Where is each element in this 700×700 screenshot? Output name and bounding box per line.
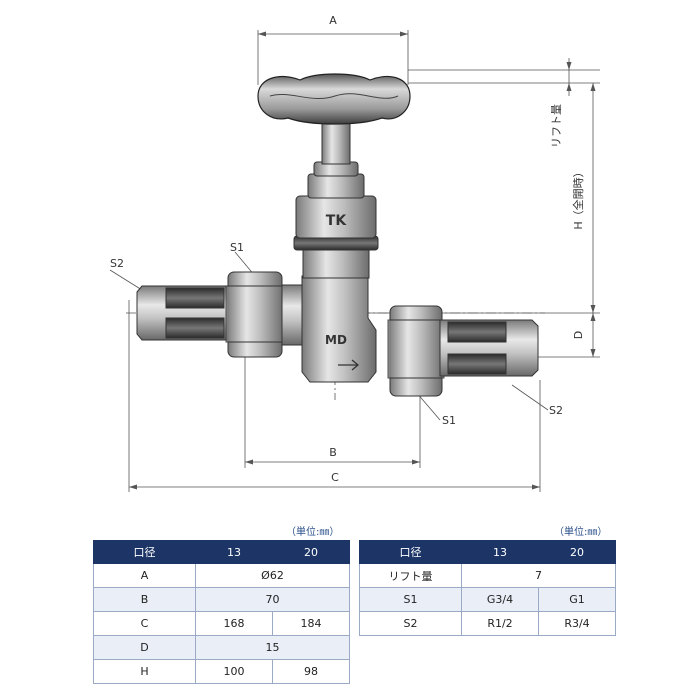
left-hose-nipple [136,285,233,341]
cell-value: 98 [272,659,350,684]
left-union-nut [225,271,285,358]
cell-value: R1/2 [461,611,539,636]
table-row: S1 G3/4 G1 [359,587,616,612]
table-row: リフト量 7 [359,563,616,588]
dim-label-d: D [572,331,585,339]
table-row: D 15 [93,635,350,660]
cell-value: 15 [195,635,350,660]
row-label: D [93,635,196,660]
cell-value: R3/4 [538,611,616,636]
table-left-header-20: 20 [272,540,350,564]
cell-value: G1 [538,587,616,612]
dim-label-b: B [329,446,337,459]
dim-label-h: H（全開時） [571,166,585,229]
valve-stem [321,117,351,165]
handwheel [257,73,411,125]
row-label: S2 [359,611,462,636]
row-label: C [93,611,196,636]
cell-value: Ø62 [195,563,350,588]
row-label: リフト量 [359,563,462,588]
valve-body [301,247,377,383]
label-s2-left: S2 [110,257,124,270]
row-label: A [93,563,196,588]
dimension-arrows [129,31,596,490]
unit-note-left: （単位:㎜） [286,527,340,538]
unit-note-right: （単位:㎜） [554,527,608,538]
table-right-header-13: 13 [461,540,539,564]
table-right-header-size: 口径 [359,540,462,564]
bonnet [293,161,379,251]
flow-arrow-icon [338,359,360,371]
cell-value: 168 [195,611,273,636]
table-row: B 70 [93,587,350,612]
cell-value: 100 [195,659,273,684]
label-s2-right: S2 [549,404,563,417]
table-row: A Ø62 [93,563,350,588]
cell-value: 7 [461,563,616,588]
cell-value: 70 [195,587,350,612]
spec-table-right: 口径 13 20 リフト量 7 S1 G3/4 G1 S2 R1/2 R3/4 [359,540,616,636]
table-row: C 168 184 [93,611,350,636]
table-row: H 100 98 [93,659,350,684]
right-hose-nipple [439,319,539,377]
table-right-header-20: 20 [538,540,616,564]
dim-label-lift: リフト量 [550,104,563,148]
cell-value: G3/4 [461,587,539,612]
spec-table-left: 口径 13 20 A Ø62 B 70 C 168 184 D 15 H 100… [93,540,350,684]
row-label: B [93,587,196,612]
table-left-header-size: 口径 [93,540,196,564]
bonnet-marking: TK [326,213,348,229]
label-s1-right: S1 [442,414,456,427]
table-left-header-13: 13 [195,540,273,564]
row-label: H [93,659,196,684]
row-label: S1 [359,587,462,612]
dim-label-c: C [331,471,339,484]
right-union-nut [387,305,445,397]
valve-drawing: A B C D H（全開時） リフト量 S1 S2 S1 S2 TK MD [109,14,600,492]
label-s1-left: S1 [230,241,244,254]
body-marking: MD [325,333,347,347]
dim-label-a: A [329,14,337,27]
table-row: S2 R1/2 R3/4 [359,611,616,636]
cell-value: 184 [272,611,350,636]
